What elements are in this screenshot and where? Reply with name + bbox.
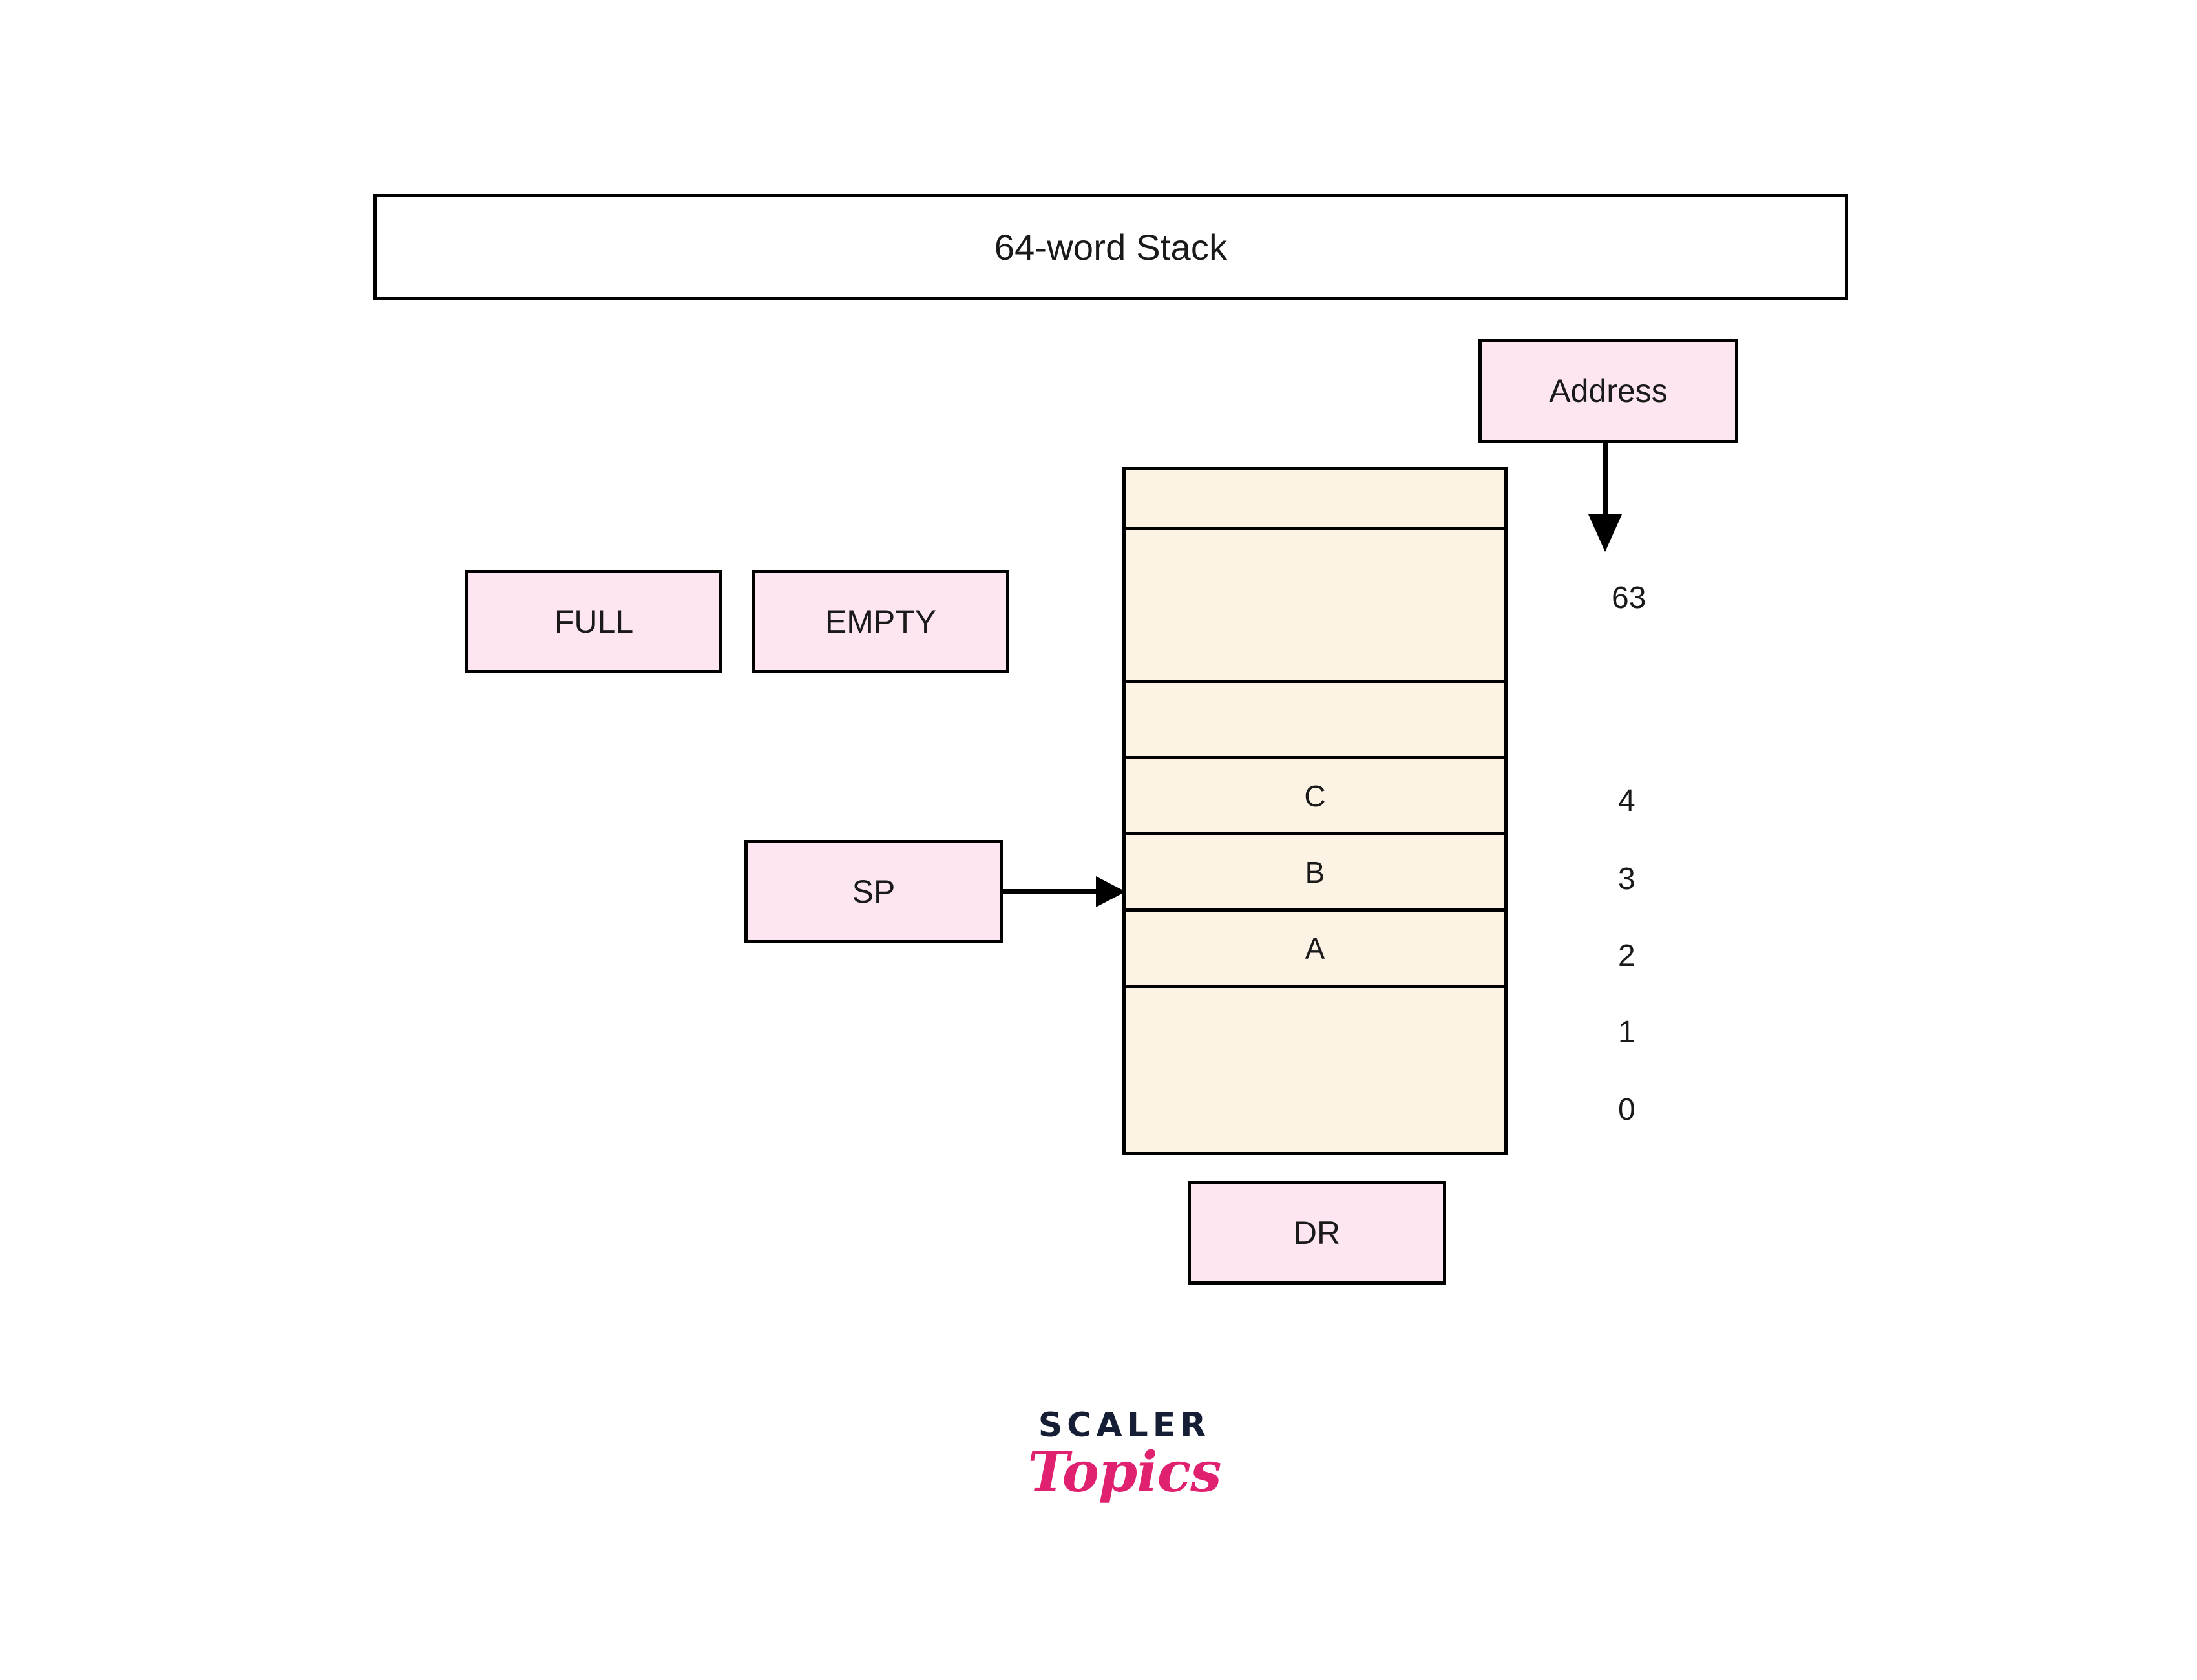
data-register-box: DR <box>1188 1181 1446 1285</box>
stack-cell <box>1126 988 1504 1148</box>
address-label-63: 63 <box>1612 581 1646 615</box>
empty-flag-label: EMPTY <box>825 604 937 640</box>
data-register-label: DR <box>1293 1215 1341 1251</box>
logo-scaler-text: SCALER <box>1038 1406 1211 1445</box>
address-box-label: Address <box>1549 373 1668 409</box>
scaler-topics-logo: SCALER Topics <box>1008 1409 1241 1557</box>
address-box: Address <box>1478 339 1738 443</box>
full-flag-label: FULL <box>554 604 634 640</box>
address-label-3: 3 <box>1618 862 1635 896</box>
address-label-4: 4 <box>1618 784 1635 818</box>
address-label-2: 2 <box>1618 939 1635 973</box>
address-label-0: 0 <box>1618 1093 1635 1127</box>
stack-cell-b: B <box>1126 835 1504 912</box>
logo-topics-text: Topics <box>1027 1440 1221 1505</box>
stack-column: C B A <box>1122 467 1508 1155</box>
title-box: 64-word Stack <box>373 194 1848 300</box>
sp-right-arrow <box>1003 876 1126 907</box>
full-flag-box: FULL <box>465 570 722 673</box>
stack-cell <box>1126 470 1504 530</box>
stack-pointer-box: SP <box>744 840 1003 943</box>
stack-pointer-label: SP <box>852 874 896 910</box>
page-title: 64-word Stack <box>994 226 1228 268</box>
stack-cell-a: A <box>1126 912 1504 988</box>
address-down-arrow <box>1588 443 1622 552</box>
stack-cell <box>1126 683 1504 759</box>
empty-flag-box: EMPTY <box>752 570 1009 673</box>
stack-cell-c: C <box>1126 759 1504 835</box>
stack-cell <box>1126 530 1504 683</box>
address-label-1: 1 <box>1618 1015 1635 1049</box>
